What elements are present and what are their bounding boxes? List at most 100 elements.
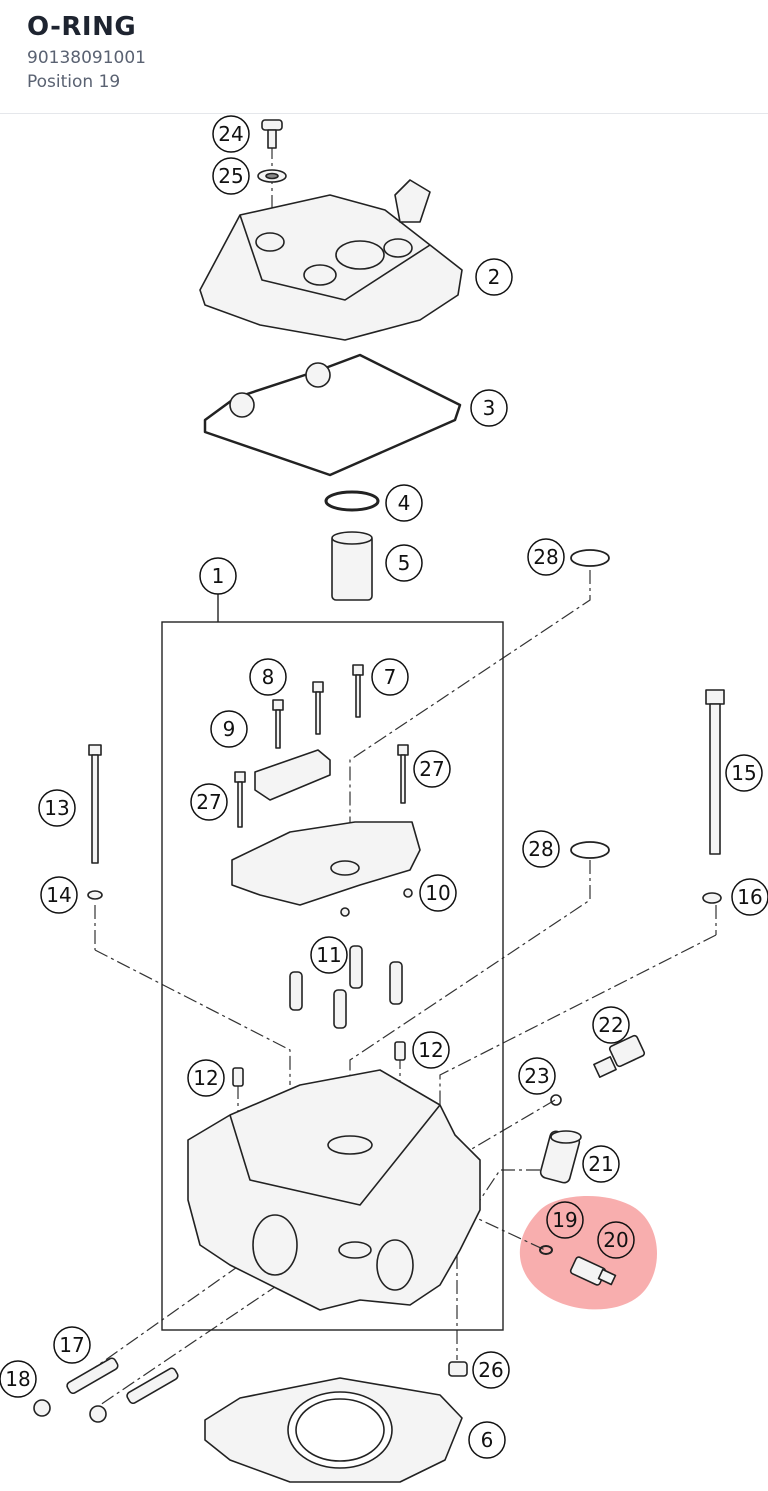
callout-circle <box>249 658 287 696</box>
callout-circle <box>468 1421 506 1459</box>
callout-label: 4 <box>398 491 411 515</box>
callout-circle <box>190 783 228 821</box>
callout-17[interactable]: 17 <box>53 1326 91 1364</box>
callout-label: 28 <box>528 837 553 861</box>
callout-label: 9 <box>223 717 236 741</box>
callout-12[interactable]: 12 <box>412 1031 450 1069</box>
callout-14[interactable]: 14 <box>40 876 78 914</box>
callout-circle <box>385 544 423 582</box>
callout-10[interactable]: 10 <box>419 874 457 912</box>
callout-28[interactable]: 28 <box>527 538 565 576</box>
callout-circle <box>725 754 763 792</box>
callout-circle <box>385 484 423 522</box>
callout-label: 12 <box>418 1038 443 1062</box>
callout-label: 25 <box>218 164 243 188</box>
callout-circle <box>38 789 76 827</box>
callout-label: 11 <box>316 943 341 967</box>
callout-15[interactable]: 15 <box>725 754 763 792</box>
callout-23[interactable]: 23 <box>518 1057 556 1095</box>
callout-1[interactable]: 1 <box>199 557 237 595</box>
callout-24[interactable]: 24 <box>212 115 250 153</box>
callout-circle <box>187 1059 225 1097</box>
callout-label: 26 <box>478 1358 503 1382</box>
callout-circle <box>371 658 409 696</box>
callout-circle <box>0 1360 37 1398</box>
callout-label: 27 <box>419 757 444 781</box>
callout-circle <box>419 874 457 912</box>
parts-artwork <box>33 119 725 1483</box>
callout-3[interactable]: 3 <box>470 389 508 427</box>
callout-12[interactable]: 12 <box>187 1059 225 1097</box>
callout-label: 22 <box>598 1013 623 1037</box>
callout-circle <box>310 936 348 974</box>
callout-label: 15 <box>731 761 756 785</box>
callout-6[interactable]: 6 <box>468 1421 506 1459</box>
callout-label: 6 <box>481 1428 494 1452</box>
callout-circle <box>199 557 237 595</box>
callout-26[interactable]: 26 <box>472 1351 510 1389</box>
callout-circle <box>518 1057 556 1095</box>
callout-20[interactable]: 20 <box>597 1221 635 1259</box>
part-title: O-RING <box>27 12 137 42</box>
callout-circle <box>527 538 565 576</box>
callout-label: 3 <box>483 396 496 420</box>
callout-19[interactable]: 19 <box>546 1201 584 1239</box>
callout-circle <box>470 389 508 427</box>
callout-circle <box>413 750 451 788</box>
callout-circle <box>731 878 768 916</box>
callout-8[interactable]: 8 <box>249 658 287 696</box>
callout-label: 13 <box>44 796 69 820</box>
callout-9[interactable]: 9 <box>210 710 248 748</box>
callout-label: 18 <box>5 1367 30 1391</box>
callout-label: 16 <box>737 885 762 909</box>
callout-circle <box>522 830 560 868</box>
page-header: O-RING 90138091001 Position 19 <box>0 0 768 114</box>
highlight-region <box>519 1195 657 1310</box>
callout-label: 2 <box>488 265 501 289</box>
callout-label: 1 <box>212 564 225 588</box>
position-label: Position 19 <box>27 72 121 92</box>
callout-label: 20 <box>603 1228 628 1252</box>
callout-label: 10 <box>425 881 450 905</box>
callout-label: 24 <box>218 122 243 146</box>
callout-label: 7 <box>384 665 397 689</box>
callout-label: 12 <box>193 1066 218 1090</box>
callout-label: 5 <box>398 551 411 575</box>
callout-18[interactable]: 18 <box>0 1360 37 1398</box>
callout-22[interactable]: 22 <box>592 1006 630 1044</box>
exploded-parts-diagram: 2425234528187927271315281410161112122223… <box>0 115 768 1483</box>
assembly-bracket <box>161 592 504 1331</box>
callout-7[interactable]: 7 <box>371 658 409 696</box>
callout-label: 14 <box>46 883 71 907</box>
callout-circle <box>40 876 78 914</box>
callout-circle <box>53 1326 91 1364</box>
callout-label: 27 <box>196 790 221 814</box>
callout-label: 28 <box>533 545 558 569</box>
callout-label: 23 <box>524 1064 549 1088</box>
callout-27[interactable]: 27 <box>190 783 228 821</box>
callout-label: 17 <box>59 1333 84 1357</box>
callout-circle <box>582 1145 620 1183</box>
callout-circle <box>212 115 250 153</box>
callout-label: 19 <box>552 1208 577 1232</box>
callout-28[interactable]: 28 <box>522 830 560 868</box>
callout-25[interactable]: 25 <box>212 157 250 195</box>
callout-label: 8 <box>262 665 275 689</box>
callout-13[interactable]: 13 <box>38 789 76 827</box>
callout-21[interactable]: 21 <box>582 1145 620 1183</box>
callout-label: 21 <box>588 1152 613 1176</box>
callout-16[interactable]: 16 <box>731 878 768 916</box>
callout-circle <box>597 1221 635 1259</box>
callout-2[interactable]: 2 <box>475 258 513 296</box>
callout-circle <box>412 1031 450 1069</box>
callout-circle <box>210 710 248 748</box>
callout-circle <box>592 1006 630 1044</box>
callout-circle <box>475 258 513 296</box>
callout-4[interactable]: 4 <box>385 484 423 522</box>
callout-27[interactable]: 27 <box>413 750 451 788</box>
callout-5[interactable]: 5 <box>385 544 423 582</box>
callout-circle <box>472 1351 510 1389</box>
callout-11[interactable]: 11 <box>310 936 348 974</box>
part-number: 90138091001 <box>27 48 146 68</box>
